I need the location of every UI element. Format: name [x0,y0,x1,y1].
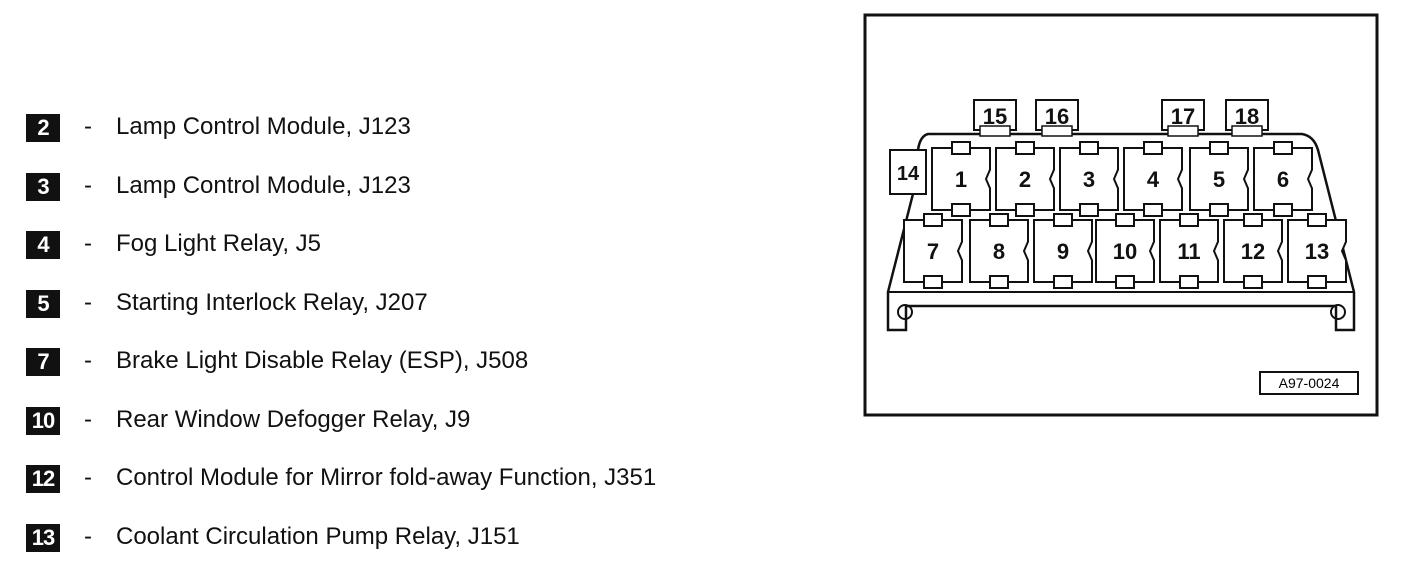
legend-item: 12 - Control Module for Mirror fold-away… [26,459,806,518]
relay-terminal-bottom [1244,276,1262,288]
legend-item: 3 - Lamp Control Module, J123 [26,167,806,226]
fuse-slot-number: 17 [1171,104,1195,129]
fuse-slot-number: 18 [1235,104,1259,129]
relay-terminal-bottom [1054,276,1072,288]
relay-terminal-top [1054,214,1072,226]
relay-terminal-top [1274,142,1292,154]
legend-number-badge: 5 [26,290,60,318]
relay-terminal-top [952,142,970,154]
relay-terminal-bottom [1080,204,1098,216]
relay-slot-number: 10 [1113,239,1137,264]
relay-terminal-bottom [952,204,970,216]
relay-terminal-top [990,214,1008,226]
fuse-slot-number: 16 [1045,104,1069,129]
legend-item: 7 - Brake Light Disable Relay (ESP), J50… [26,342,806,401]
legend-description: Brake Light Disable Relay (ESP), J508 [116,347,528,375]
relay-slot-number: 4 [1147,167,1160,192]
relay-slot-number: 9 [1057,239,1069,264]
legend-list: 2 - Lamp Control Module, J123 3 - Lamp C… [26,108,806,576]
relay-slot-number: 7 [927,239,939,264]
legend-separator: - [84,464,92,492]
legend-number-badge: 3 [26,173,60,201]
legend-number-badge: 13 [26,524,60,552]
legend-item: 4 - Fog Light Relay, J5 [26,225,806,284]
relay-slot-number: 8 [993,239,1005,264]
legend-separator: - [84,289,92,317]
legend-item: 2 - Lamp Control Module, J123 [26,108,806,167]
relay-slot-number: 12 [1241,239,1265,264]
legend-description: Lamp Control Module, J123 [116,113,411,141]
relay-terminal-top [1180,214,1198,226]
legend-item: 5 - Starting Interlock Relay, J207 [26,284,806,343]
relay-terminal-top [1116,214,1134,226]
relay-terminal-bottom [1210,204,1228,216]
legend-separator: - [84,113,92,141]
relay-terminal-top [1244,214,1262,226]
relay-slot-number: 3 [1083,167,1095,192]
relay-terminal-bottom [990,276,1008,288]
legend-description: Coolant Circulation Pump Relay, J151 [116,523,520,551]
legend-description: Fog Light Relay, J5 [116,230,321,258]
relay-terminal-bottom [1180,276,1198,288]
legend-description: Lamp Control Module, J123 [116,172,411,200]
relay-terminal-bottom [1016,204,1034,216]
fuse-slot-number: 15 [983,104,1007,129]
legend-separator: - [84,523,92,551]
figure-code: A97-0024 [1279,375,1340,391]
legend-item: 10 - Rear Window Defogger Relay, J9 [26,401,806,460]
legend-separator: - [84,406,92,434]
relay-slot-number: 2 [1019,167,1031,192]
legend-separator: - [84,230,92,258]
relay-terminal-bottom [1116,276,1134,288]
legend-separator: - [84,172,92,200]
legend-number-badge: 12 [26,465,60,493]
legend-number-badge: 10 [26,407,60,435]
relay-terminal-top [1308,214,1326,226]
relay-slot-number: 5 [1213,167,1225,192]
relay-terminal-top [1144,142,1162,154]
legend-number-badge: 7 [26,348,60,376]
relay-slot-number: 13 [1305,239,1329,264]
legend-separator: - [84,347,92,375]
legend-description: Starting Interlock Relay, J207 [116,289,428,317]
relay-slot-number: 6 [1277,167,1289,192]
relay-terminal-bottom [1308,276,1326,288]
relay-terminal-top [1210,142,1228,154]
legend-description: Control Module for Mirror fold-away Func… [116,464,656,492]
side-slot-number: 14 [897,163,920,185]
legend-number-badge: 2 [26,114,60,142]
legend-item: 13 - Coolant Circulation Pump Relay, J15… [26,518,806,576]
relay-terminal-bottom [924,276,942,288]
relay-slot-number: 11 [1177,239,1200,264]
relay-slot-number: 1 [955,167,967,192]
relay-terminal-top [1016,142,1034,154]
legend-number-badge: 4 [26,231,60,259]
legend-description: Rear Window Defogger Relay, J9 [116,406,470,434]
relay-terminal-bottom [1274,204,1292,216]
relay-terminal-bottom [1144,204,1162,216]
relay-terminal-top [1080,142,1098,154]
relay-terminal-top [924,214,942,226]
